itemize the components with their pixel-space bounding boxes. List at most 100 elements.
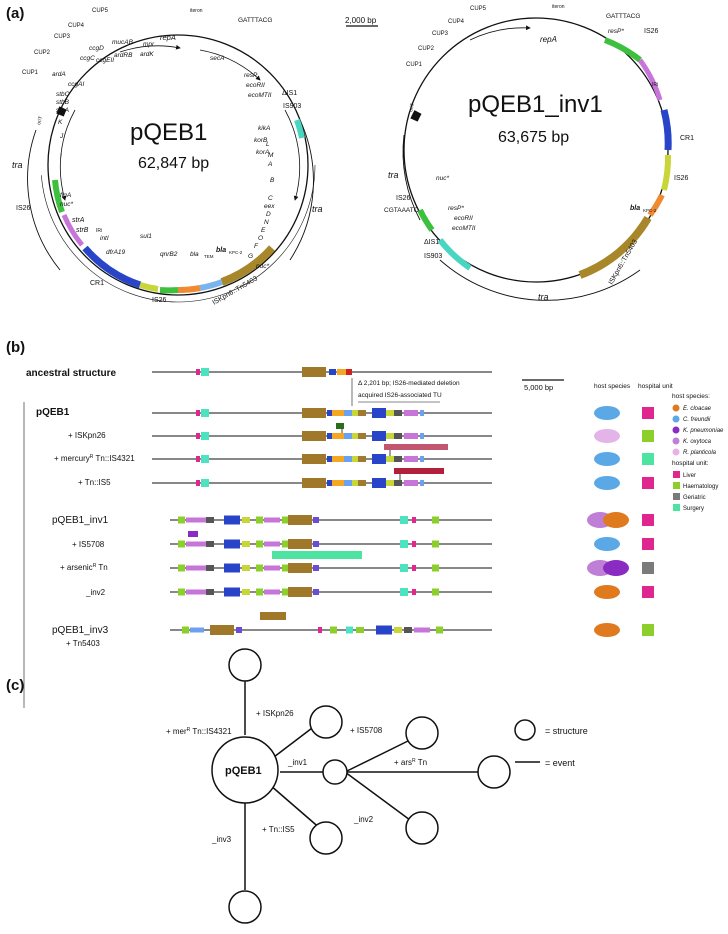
p1-label-ccgd: ccgD xyxy=(89,45,104,52)
p1-label-repa: repA xyxy=(160,33,176,42)
p1-label-cr1: CR1 xyxy=(90,280,104,287)
p1-label-l: L xyxy=(266,141,270,148)
p1-label-cup2: CUP2 xyxy=(34,50,51,56)
p1-label-orit: oriT xyxy=(36,116,44,126)
p1-label-is903: IS903 xyxy=(283,103,301,110)
edge-label-is5708: + IS5708 xyxy=(350,726,383,735)
legend-host-swatch xyxy=(672,404,680,412)
legend-host-item: C. freundii xyxy=(683,417,711,423)
plasmid1-name: pQEB1 xyxy=(130,119,207,146)
panel-a-label: (a) xyxy=(6,5,24,22)
p1-label-f: F xyxy=(254,243,259,250)
p1-label-flga: flgA xyxy=(60,192,71,199)
p1-label-iteron: iteron xyxy=(190,8,203,14)
legend-structure: = structure xyxy=(545,726,588,736)
p1-tra-left: tra xyxy=(12,160,23,170)
p1-label-a: A xyxy=(267,161,272,168)
p2-label-gatttacg: GATTTACG xyxy=(606,13,640,20)
plasmid-map-2 xyxy=(402,17,672,301)
row-label-tn5403: + Tn5403 xyxy=(66,639,100,648)
p2-label-cup5: CUP5 xyxy=(470,6,487,12)
host-marker xyxy=(594,537,620,551)
p2-tra-left: tra xyxy=(388,170,399,180)
unit-marker xyxy=(642,407,654,419)
row-label-inv2: _inv2 xyxy=(85,588,106,597)
p1-label-bla-tem: bla xyxy=(190,251,199,258)
track-row xyxy=(170,512,654,528)
p1-label-stbb: stbB xyxy=(56,99,70,106)
p1-label-k: K xyxy=(58,119,63,126)
p1-label-cup5: CUP5 xyxy=(92,8,109,14)
p1-label-i: I xyxy=(60,153,62,160)
node-center-label: pQEB1 xyxy=(225,765,262,777)
legend-host-item: K. pneumoniae xyxy=(683,428,724,434)
row-label-arsenic: + arsenicR Tn xyxy=(60,563,108,572)
unit-marker xyxy=(642,453,654,465)
p2-label-repa: repA xyxy=(540,35,557,44)
p2-label-kpc-sub: KPC-2 xyxy=(643,208,657,213)
p2-label-dis1: ΔIS1 xyxy=(424,239,439,246)
p1-label-c: C xyxy=(268,195,273,202)
legend-unit-swatch xyxy=(673,504,680,511)
p2-tra-bottom: tra xyxy=(538,292,549,302)
p2-label-cup2: CUP2 xyxy=(418,46,435,52)
p1-label-kika: kikA xyxy=(258,125,270,132)
legend-host-swatch xyxy=(672,448,680,456)
unit-marker xyxy=(642,624,654,636)
host-marker xyxy=(594,406,620,420)
ancestral-track xyxy=(152,367,492,377)
p2-label-is903: IS903 xyxy=(424,253,442,260)
p1-label-sul1: sul1 xyxy=(140,233,152,240)
p1-label-n: N xyxy=(264,219,269,226)
p2-label-is26-top: IS26 xyxy=(644,28,659,35)
host-marker xyxy=(603,560,629,576)
p1-label-dfra19: dfrA19 xyxy=(106,249,126,256)
note-deletion: Δ 2,201 bp; IS26-mediated deletion xyxy=(358,380,460,387)
p1-label-ccgai: ccgAI xyxy=(68,81,84,88)
legend-host-item: E. cloacae xyxy=(683,406,712,412)
track-row xyxy=(152,468,654,490)
p2-label-iri: IRi xyxy=(652,82,658,88)
unit-marker xyxy=(642,477,654,489)
p1-label-ardk: ardK xyxy=(140,51,154,58)
p1-label-ccgc: ccgC xyxy=(80,55,95,62)
track-row xyxy=(170,531,654,551)
p2-label-cup3: CUP3 xyxy=(432,31,449,37)
legend-host-swatch xyxy=(672,437,680,445)
p2-label-ecomtii: ecoMTII xyxy=(452,225,476,232)
unit-marker xyxy=(642,514,654,526)
legend-unit-item: Geriatric xyxy=(683,495,706,501)
p2-label-orit: oriT xyxy=(408,103,416,113)
edge-label-inv1: _inv1 xyxy=(287,758,308,767)
p1-label-dis1: ΔIS1 xyxy=(282,90,297,97)
row-label-pqeb1: pQEB1 xyxy=(36,407,70,418)
edge-label-mer: + merR Tn::IS4321 xyxy=(166,727,232,736)
p1-label-is26-bottom: IS26 xyxy=(152,297,167,304)
panel-c-label: (c) xyxy=(6,677,24,694)
legend-unit-swatch xyxy=(673,471,680,478)
p1-label-cup3: CUP3 xyxy=(54,34,71,40)
p1-label-eex: eex xyxy=(264,203,275,210)
p1-label-arda: ardA xyxy=(52,71,66,78)
p1-label-j: J xyxy=(59,133,64,140)
p1-label-strb: strB xyxy=(76,227,89,234)
p2-label-is26-right: IS26 xyxy=(674,175,689,182)
p2-label-cup4: CUP4 xyxy=(448,19,465,25)
p1-label-ccgeii: ccgEII xyxy=(96,57,114,64)
p1-label-mucab: mucAB xyxy=(112,39,134,46)
plasmid1-size: 62,847 bp xyxy=(138,155,209,172)
p1-label-bla-kpc: bla xyxy=(216,247,226,254)
p2-label-ecorii: ecoRII xyxy=(454,215,473,222)
p1-label-ecomtii: ecoMTII xyxy=(248,92,272,99)
unit-marker xyxy=(642,538,654,550)
col-unit: hospital unit xyxy=(638,383,673,390)
p1-label-o: O xyxy=(258,235,263,242)
p1-label-ecorii: ecoRII xyxy=(246,82,265,89)
p2-label-cup1: CUP1 xyxy=(406,62,423,68)
p1-label-cup4: CUP4 xyxy=(68,23,85,29)
legend-unit-swatch xyxy=(673,482,680,489)
row-label-mercury: + mercuryR Tn::IS4321 xyxy=(54,454,135,463)
ancestral-label: ancestral structure xyxy=(26,368,116,379)
note-acquired: acquired IS26-associated TU xyxy=(358,392,442,399)
plasmid2-name: pQEB1_inv1 xyxy=(468,91,603,118)
